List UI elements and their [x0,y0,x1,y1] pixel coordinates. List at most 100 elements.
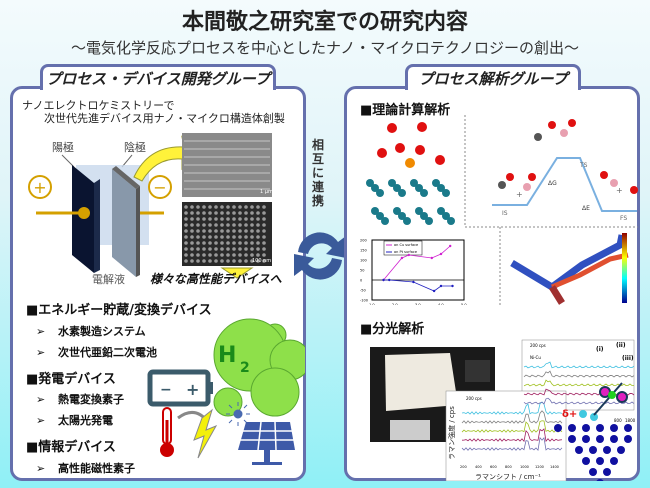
sem-dot [208,211,212,215]
bullet-icon: ➢ [36,346,46,359]
sem-dot [244,205,248,209]
sem-dot [226,253,230,257]
cluster-atom [589,468,597,476]
sem-dot [184,211,188,215]
sem-dot [196,241,200,245]
sem-dot [190,253,194,257]
sem-dot [220,217,224,221]
surface-atom [415,207,423,215]
data-point [382,278,385,282]
adsorption-energy-chart: on Cu surface on Pt surface 200150100500… [360,239,467,306]
sem-dot [202,235,206,239]
data-point [449,244,452,248]
is-label: IS [502,210,508,217]
scale-label: 200 cps [530,343,546,348]
section-spectroscopy: ■分光解析 [360,322,425,337]
sem-dot [208,217,212,221]
cluster-atom [596,457,604,465]
data-point [407,253,410,257]
thermometer-icon [160,407,174,457]
x-tick-label: 1.0 [369,303,375,305]
sample-label: Ni-Cu [530,355,541,360]
minus-sign: − [153,178,166,197]
x-tick-label: 1000 [520,465,529,469]
bullet-icon: ➢ [36,325,46,338]
x-tick-label: 1400 [550,465,559,469]
cluster-atom [582,457,590,465]
sem-dot [256,259,260,263]
sem-dot [262,211,266,215]
cluster-atom [624,424,632,432]
sem-dot [214,217,218,221]
sem-dot [226,205,230,209]
sem-dot [238,241,242,245]
x-tick-label: 200 [460,465,467,469]
y-tick-label: 0 [360,279,362,283]
sem-dot [238,253,242,257]
sem-dot [244,259,248,263]
sem-dot [202,223,206,227]
cluster-atom [617,446,625,454]
list-item: ➢太陽光発電 [36,412,113,428]
sem-dot [214,259,218,263]
sem-dot [226,247,230,251]
sem-dot [220,211,224,215]
bullet-icon: ➢ [36,393,46,406]
sem-dot [184,235,188,239]
spectrum-line [461,428,563,443]
sem-dot [244,223,248,227]
sem-dot [226,223,230,227]
cluster-atom [582,424,590,432]
data-point [388,278,391,282]
x-tick-label: 1800 [625,418,636,423]
cluster-atom [554,424,562,432]
legend-label: on Pt surface [394,250,417,254]
sem-dot [232,229,236,233]
to-devices-label: 様々な高性能デバイスへ [150,272,283,286]
surface-atom [442,189,450,197]
sem-dot [256,223,260,227]
sem-dot [256,241,260,245]
sem-dot [232,217,236,221]
sem-dot [202,241,206,245]
surface-atom [420,189,428,197]
sem-dot [238,229,242,233]
sem-dot [256,205,260,209]
sem-dot [226,241,230,245]
spectrum-line [461,420,563,433]
spectrum-line [461,401,563,415]
lightning-icon [193,408,218,459]
sem-dot [214,247,218,251]
list-item: ➢ 水素製造システム [36,323,146,339]
mutual-link-label: 相互に連携 [312,138,325,208]
legend-label: on Cu surface [394,243,418,247]
surface-atom [415,184,423,192]
sem-dot [262,205,266,209]
sem-dot [256,235,260,239]
calc-figures: TS IS FS ΔG ΔE + + on Cu surface on Pt s… [360,115,638,306]
sem-dot [220,247,224,251]
sem-dot [244,217,248,221]
peak-label: (ii) [616,342,626,349]
sem-dot [202,211,206,215]
sem-dot [244,229,248,233]
list-item-label: 水素製造システム [58,325,146,338]
x-tick-label: 800 [614,418,622,423]
sem-dot [262,247,266,251]
cluster-atom [568,435,576,443]
section-info: ■情報デバイス [26,440,116,455]
sem-dot [202,205,206,209]
de-label: ΔE [582,205,590,212]
data-point [432,289,436,293]
surface-atom [388,179,396,187]
x-tick-label: 2.0 [392,303,398,305]
data-point [430,256,433,260]
surface-atom [366,179,374,187]
device-icons: H 2 − + [147,318,305,465]
surface-atom [432,179,440,187]
sem-dot [250,241,254,245]
sem-dot [256,217,260,221]
sem-dot [208,205,212,209]
page-subtitle: ～電気化学反応プロセスを中心としたナノ・マイクロテクノロジーの創出～ [70,39,580,57]
sem-dot [208,247,212,251]
